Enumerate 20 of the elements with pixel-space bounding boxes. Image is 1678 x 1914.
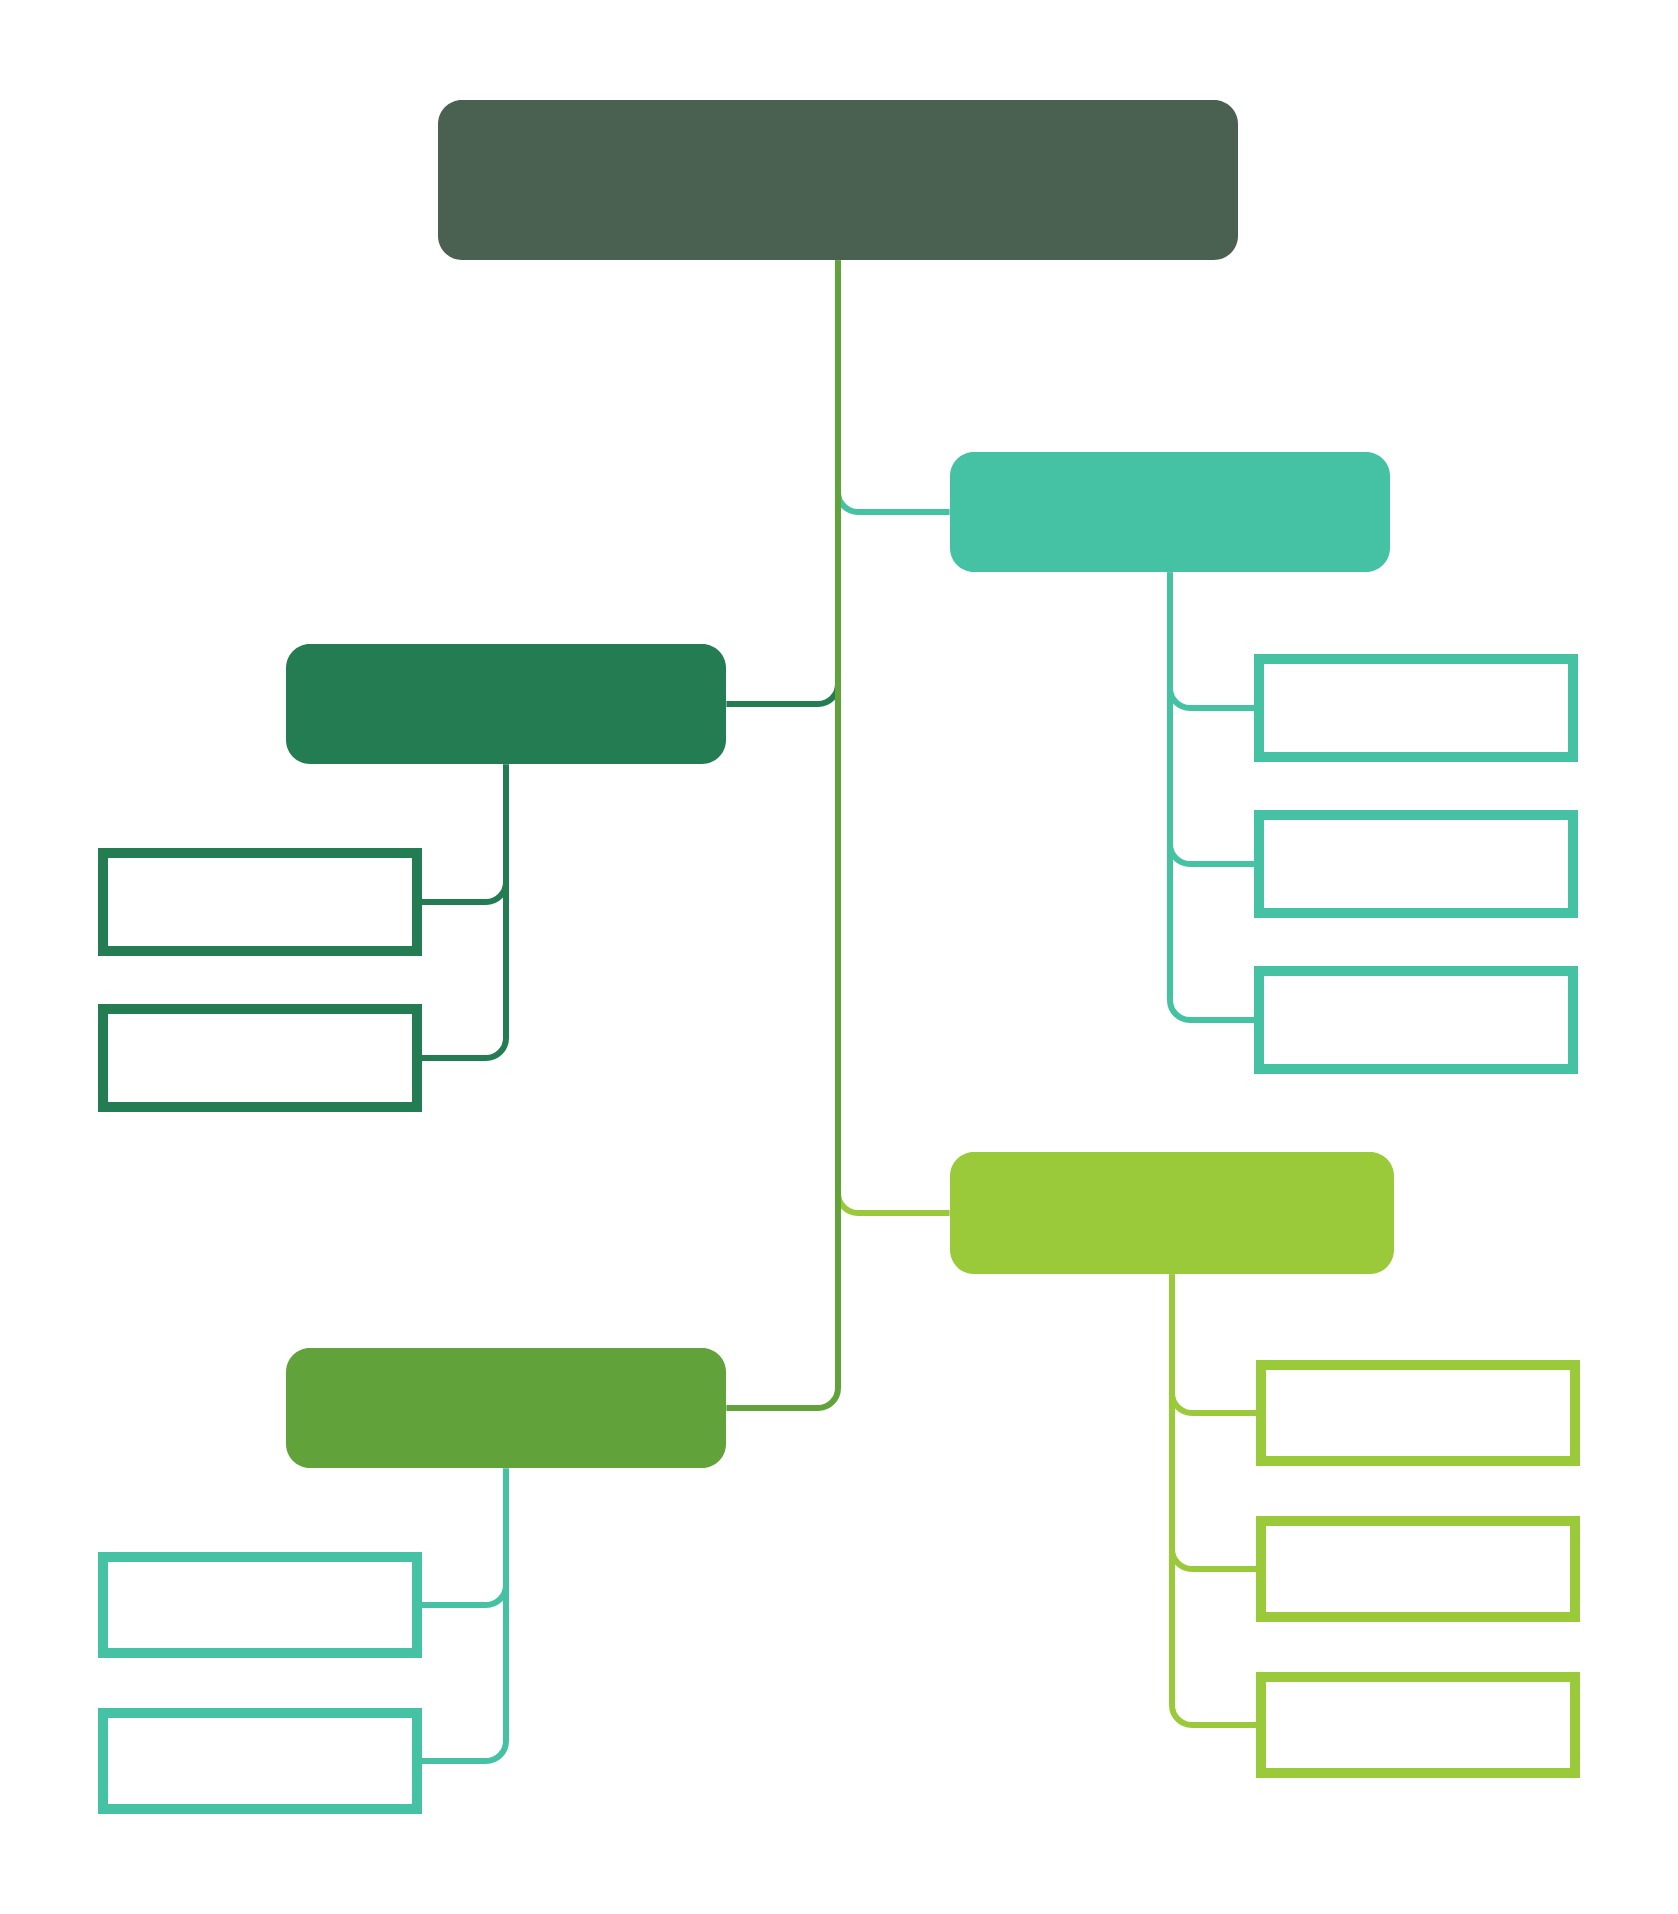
topic-box: [438, 100, 1238, 260]
connector-line: [1169, 1274, 1256, 1728]
subtopic-box: [1254, 810, 1578, 918]
subtopic-box: [98, 1004, 422, 1112]
connector-line: [1167, 572, 1254, 1023]
subtopic-box: [98, 1552, 422, 1658]
topic-box: [950, 1152, 1394, 1274]
subtopic-box: [1254, 966, 1578, 1074]
subtopic-box: [1256, 1672, 1580, 1778]
topic-box: [286, 1348, 726, 1468]
subtopic-box: [98, 848, 422, 956]
subtopic-box: [98, 1708, 422, 1814]
topic-box: [950, 452, 1390, 572]
subtopic-box: [1256, 1360, 1580, 1466]
connector-line: [726, 260, 841, 1411]
subtopic-box: [1254, 654, 1578, 762]
subtopic-box: [1256, 1516, 1580, 1622]
topic-box: [286, 644, 726, 764]
connector-line: [422, 1468, 509, 1764]
connector-line: [422, 764, 509, 1061]
